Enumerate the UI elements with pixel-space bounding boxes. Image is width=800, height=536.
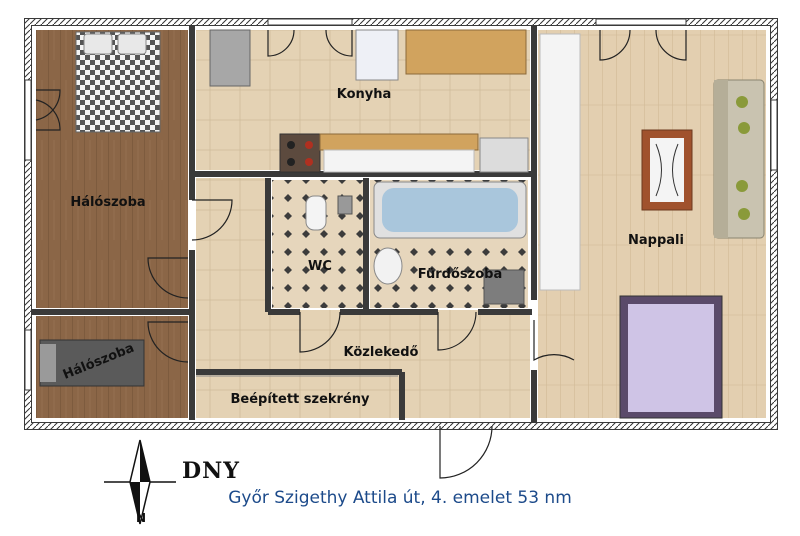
compass-rose-icon — [104, 439, 176, 525]
bathroom-fixtures — [373, 181, 527, 305]
living-room-furniture — [539, 33, 765, 419]
hallway-floor-bottom — [266, 310, 530, 418]
label-bathroom: Fürdőszoba — [418, 267, 502, 282]
compass-north-label: N — [136, 511, 147, 525]
label-wardrobe: Beépített szekrény — [230, 392, 370, 407]
double-bed — [75, 31, 161, 133]
label-bedroom-large: Hálószoba — [70, 195, 145, 210]
plan-caption: Győr Szigethy Attila út, 4. emelet 53 nm — [228, 488, 572, 508]
label-hallway: Közlekedő — [344, 345, 419, 360]
kitchen-furniture — [209, 29, 529, 173]
door-swings — [35, 29, 687, 479]
label-living-room: Nappali — [628, 233, 684, 248]
single-bed — [39, 339, 145, 387]
label-kitchen: Konyha — [337, 87, 392, 102]
label-wc: WC — [308, 259, 332, 274]
hallway-floor-left — [196, 178, 266, 418]
windows — [24, 18, 778, 391]
compass-direction: DNY — [182, 458, 240, 484]
outer-wall-hatch — [25, 19, 777, 429]
wc-fixtures — [305, 195, 353, 231]
inner-walls — [32, 26, 537, 422]
